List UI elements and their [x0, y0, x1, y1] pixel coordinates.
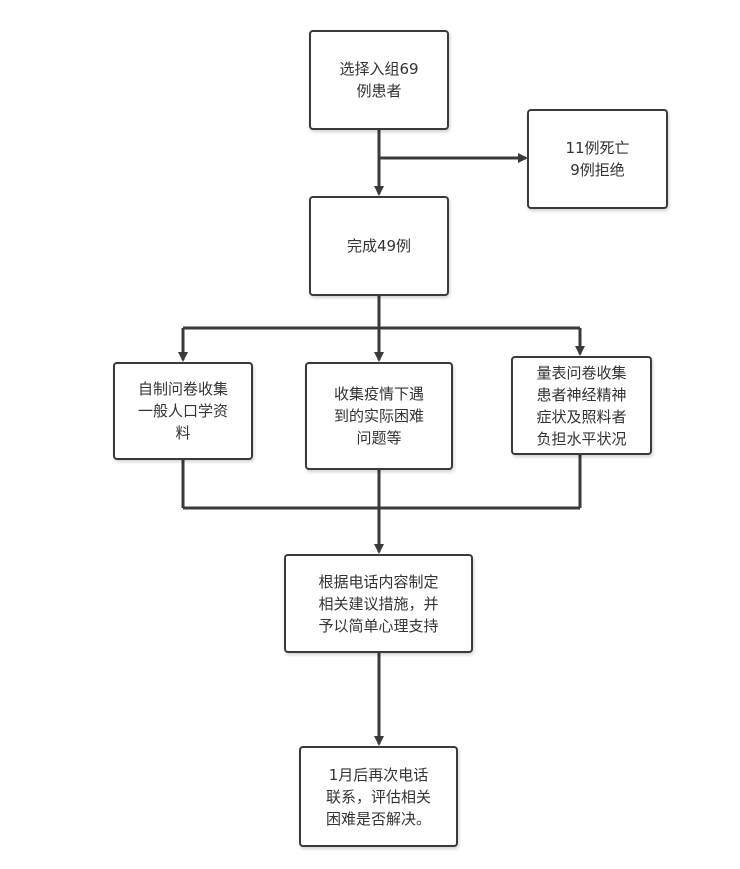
- node-measures-line-1: 根据电话内容制定: [318, 572, 439, 591]
- node-enroll-line-2: 例患者: [356, 82, 402, 100]
- node-questionnaire-self-line-1: 自制问卷收集: [137, 380, 228, 398]
- node-enroll-line-1: 选择入组69: [339, 60, 419, 78]
- node-scale-questionnaire-line-3: 症状及照料者: [536, 407, 627, 426]
- node-scale-questionnaire-line-2: 患者神经精神: [536, 385, 627, 404]
- node-scale-questionnaire: 量表问卷收集 患者神经精神 症状及照料者 负担水平状况: [511, 356, 652, 455]
- node-followup-line-3: 困难是否解决。: [325, 809, 431, 828]
- node-measures-line-2: 相关建议措施，并: [318, 594, 439, 613]
- node-scale-questionnaire-line-1: 量表问卷收集: [536, 363, 627, 382]
- node-difficulties-line-2: 到的实际困难: [333, 407, 424, 425]
- node-questionnaire-self: 自制问卷收集 一般人口学资 料: [113, 362, 253, 460]
- node-measures: 根据电话内容制定 相关建议措施，并 予以简单心理支持: [284, 554, 473, 653]
- node-scale-questionnaire-line-4: 负担水平状况: [536, 429, 627, 448]
- node-followup: 1月后再次电话 联系，评估相关 困难是否解决。: [299, 746, 458, 847]
- node-difficulties-line-1: 收集疫情下遇: [333, 385, 424, 403]
- node-followup-line-2: 联系，评估相关: [325, 787, 431, 806]
- node-questionnaire-self-line-2: 一般人口学资: [137, 402, 228, 420]
- node-excluded-line-2: 9例拒绝: [570, 161, 625, 179]
- node-completed: 完成49例: [309, 196, 449, 296]
- node-excluded: 11例死亡 9例拒绝: [527, 109, 668, 209]
- node-followup-line-1: 1月后再次电话: [328, 765, 429, 784]
- node-difficulties-line-3: 问题等: [356, 429, 402, 447]
- node-difficulties: 收集疫情下遇 到的实际困难 问题等: [305, 362, 453, 470]
- node-measures-line-3: 予以简单心理支持: [318, 616, 439, 635]
- node-questionnaire-self-line-3: 料: [175, 424, 191, 442]
- node-excluded-line-1: 11例死亡: [565, 139, 630, 157]
- node-completed-line-1: 完成49例: [346, 237, 412, 255]
- node-enroll: 选择入组69 例患者: [309, 30, 449, 130]
